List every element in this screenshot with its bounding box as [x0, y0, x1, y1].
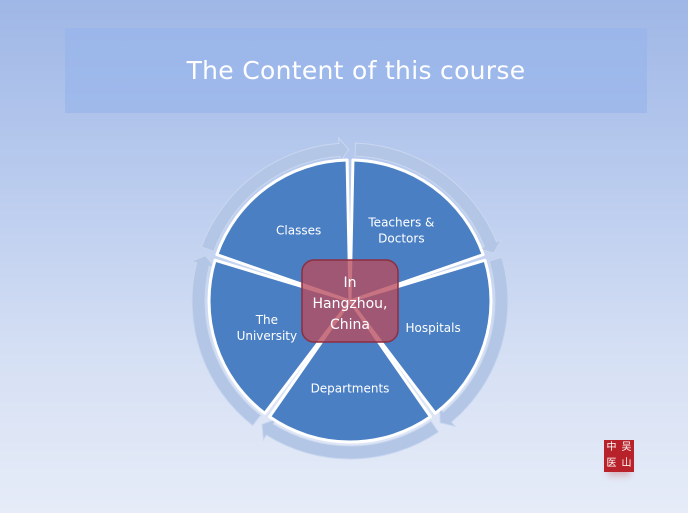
segment-label: Classes — [276, 223, 321, 237]
segment-label: Teachers &Doctors — [367, 215, 434, 245]
center-box — [301, 259, 399, 343]
cycle-arrow — [189, 254, 262, 427]
seal-char: 中 — [606, 442, 617, 453]
cycle-arrow — [200, 136, 350, 253]
slide-title: The Content of this course — [186, 56, 526, 85]
seal-char: 山 — [621, 458, 632, 469]
segment-label: Hospitals — [406, 321, 461, 335]
title-banner: The Content of this course — [65, 28, 647, 113]
seal-char: 吴 — [621, 442, 632, 453]
cycle-arrow — [261, 418, 440, 460]
segment-label: Departments — [311, 381, 390, 395]
cycle-arrow — [354, 142, 503, 254]
seal-char: 医 — [606, 458, 617, 469]
cycle-arrow — [439, 256, 509, 428]
pie-segment — [268, 299, 432, 444]
logo-seal: 中 吴 医 山 — [604, 440, 634, 472]
